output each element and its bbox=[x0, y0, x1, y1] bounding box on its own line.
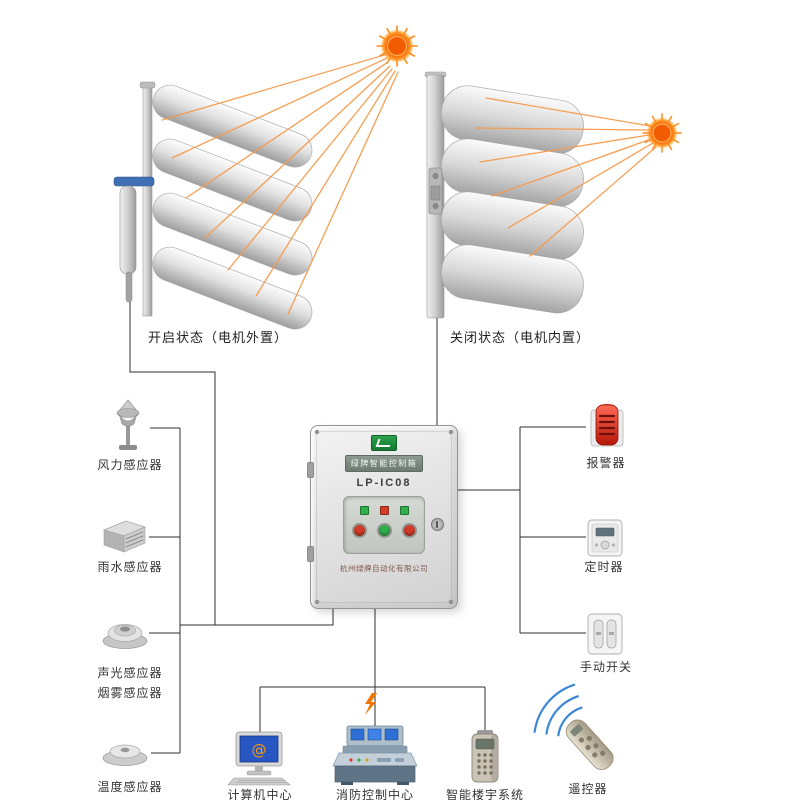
rain-sensor-icon bbox=[99, 518, 149, 561]
wireless-waves-icon bbox=[533, 683, 583, 737]
indicator-light bbox=[379, 506, 389, 515]
screw-icon bbox=[449, 600, 453, 604]
open-state-label: 开启状态（电机外置） bbox=[147, 330, 288, 345]
sun-rays bbox=[161, 53, 399, 315]
sun-icon bbox=[376, 25, 418, 67]
manual-switch-icon bbox=[586, 612, 624, 661]
external-motor-icon bbox=[113, 176, 155, 303]
screw-icon bbox=[449, 430, 453, 434]
temperature-sensor-label: 温度感应器 bbox=[97, 780, 163, 794]
sound-light-smoke-sensor-icon bbox=[101, 616, 149, 655]
sound-light-sensor-label: 声光感应器 bbox=[97, 666, 163, 680]
lock-icon bbox=[431, 518, 444, 531]
hinge-icon bbox=[307, 462, 314, 478]
wind-sensor-icon bbox=[106, 398, 150, 457]
computer-screen-glyph: @ bbox=[252, 741, 267, 759]
alarm-icon bbox=[586, 402, 628, 455]
control-box: 绿牌智能控制箱 LP-IC08 杭州绿牌自动化有限公司 bbox=[307, 425, 458, 609]
closed-state-label: 关闭状态（电机内置） bbox=[449, 330, 590, 345]
panel-button bbox=[351, 523, 367, 538]
sun-rays bbox=[475, 97, 657, 257]
connection-lines bbox=[129, 302, 586, 754]
computer-center-icon: @ bbox=[226, 730, 294, 793]
smoke-sensor-label: 烟雾感应器 bbox=[97, 686, 163, 700]
wind-sensor-label: 风力感应器 bbox=[97, 458, 163, 472]
smart-building-system-label: 智能楼宇系统 bbox=[445, 788, 524, 800]
indicator-lights bbox=[359, 506, 409, 515]
alarm-label: 报警器 bbox=[586, 456, 626, 470]
remote-control-label: 遥控器 bbox=[568, 782, 608, 796]
hinge-icon bbox=[307, 546, 314, 562]
control-box-nameplate: 绿牌智能控制箱 bbox=[344, 455, 424, 472]
screw-icon bbox=[315, 430, 319, 434]
fire-control-center-label: 消防控制中心 bbox=[335, 788, 414, 800]
fire-control-center-icon bbox=[331, 724, 419, 791]
remote-control-icon bbox=[552, 706, 624, 783]
control-panel bbox=[343, 496, 425, 554]
open-louver-illustration bbox=[113, 81, 313, 330]
computer-center-label: 计算机中心 bbox=[227, 788, 293, 800]
panel-button bbox=[401, 523, 417, 538]
screw-icon bbox=[315, 600, 319, 604]
sun-icon bbox=[642, 113, 682, 153]
smart-building-system-icon bbox=[464, 728, 506, 791]
closed-louver-illustration bbox=[424, 71, 584, 319]
indicator-light bbox=[399, 506, 409, 515]
panel-button bbox=[376, 523, 392, 538]
brand-logo-icon bbox=[371, 435, 397, 451]
internal-motor-icon bbox=[428, 167, 443, 215]
control-box-model: LP-IC08 bbox=[356, 477, 412, 489]
timer-icon bbox=[586, 518, 624, 563]
temperature-sensor-icon bbox=[101, 738, 149, 773]
spark-icon bbox=[365, 693, 377, 715]
indicator-light bbox=[359, 506, 369, 515]
timer-label: 定时器 bbox=[584, 560, 624, 574]
manual-switch-label: 手动开关 bbox=[579, 660, 632, 674]
panel-buttons bbox=[351, 523, 417, 538]
rain-sensor-label: 雨水感应器 bbox=[97, 560, 163, 574]
company-name: 杭州绿牌自动化有限公司 bbox=[340, 564, 428, 573]
